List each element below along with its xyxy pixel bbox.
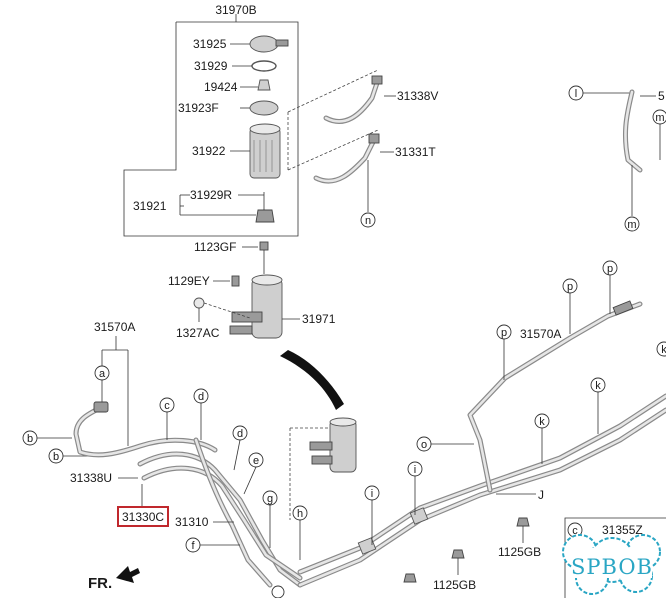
svg-text:l: l	[575, 88, 577, 100]
svg-text:k: k	[539, 416, 545, 428]
label-31570A-right[interactable]: 31570A	[520, 327, 561, 341]
svg-text:i: i	[371, 488, 373, 500]
callout-m-lower[interactable]	[624, 216, 640, 232]
label-31338V[interactable]: 31338V	[397, 89, 438, 103]
svg-text:h: h	[297, 508, 303, 520]
watermark-badge: SPBOB	[562, 534, 661, 595]
svg-text:a: a	[99, 368, 106, 380]
svg-text:n: n	[365, 215, 371, 227]
label-31921[interactable]: 31921	[133, 199, 167, 213]
left-harness-group: 31570A a b b c d d e	[22, 320, 308, 592]
label-31922[interactable]: 31922	[192, 144, 226, 158]
label-19424[interactable]: 19424	[204, 80, 238, 94]
detail-c-box: c 31355Z	[564, 517, 666, 598]
fuel-filter-group: 1123GF 31971 1129EY 1327AC	[168, 240, 357, 520]
label-1123GF[interactable]: 1123GF	[194, 240, 236, 254]
callout-n[interactable]	[360, 212, 376, 228]
svg-text:k: k	[595, 380, 601, 392]
label-31971[interactable]: 31971	[302, 312, 336, 326]
filter-assembly-group: 31970B 31925 31929 19424 31923F 31922	[123, 3, 379, 237]
svg-text:e: e	[253, 455, 259, 467]
highlight-box-31330C	[117, 506, 169, 527]
svg-text:d: d	[198, 391, 204, 403]
assembly-box	[123, 21, 299, 237]
front-arrow-icon	[116, 566, 140, 583]
main-pipe-group: i i o p p p 31570A k k k J 1125	[271, 260, 666, 598]
label-1125GB-b[interactable]: 1125GB	[433, 578, 476, 592]
svg-text:b: b	[53, 451, 59, 463]
label-31355Z[interactable]: 31355Z	[602, 523, 643, 537]
label-5-partial[interactable]: 5	[658, 89, 665, 103]
detail-arrow-icon	[280, 350, 344, 410]
mounted-filter-part	[329, 419, 357, 473]
svg-text:p: p	[567, 281, 573, 293]
label-31310[interactable]: 31310	[175, 515, 209, 529]
label-31338U[interactable]: 31338U	[70, 471, 112, 485]
callout-k-right[interactable]	[656, 341, 666, 357]
svg-text:m: m	[627, 219, 636, 231]
svg-text:i: i	[414, 464, 416, 476]
label-31330C[interactable]: 31330C	[122, 510, 164, 524]
bolt-1125GB-a	[516, 517, 530, 543]
label-31929[interactable]: 31929	[194, 59, 228, 73]
watermark-text: SPBOB	[571, 555, 653, 579]
valve-part	[257, 79, 271, 91]
label-31925[interactable]: 31925	[193, 37, 227, 51]
filter-head-part	[249, 100, 279, 116]
filter-cap-part	[249, 35, 279, 53]
label-1327AC[interactable]: 1327AC	[176, 326, 220, 340]
bolt-1125GB-b	[451, 549, 465, 575]
hose-group-top: 31338V 31331T n	[313, 75, 438, 228]
svg-text:f: f	[191, 540, 195, 552]
label-J[interactable]: J	[538, 488, 544, 502]
label-31331T[interactable]: 31331T	[395, 145, 436, 159]
svg-text:c: c	[572, 525, 578, 537]
svg-text:b: b	[27, 433, 33, 445]
svg-text:o: o	[421, 439, 427, 451]
label-front[interactable]: FR.	[88, 575, 112, 592]
svg-text:d: d	[237, 428, 243, 440]
water-sensor-part	[255, 209, 275, 223]
svg-text:m: m	[655, 112, 664, 124]
svg-text:p: p	[607, 263, 613, 275]
label-31970B[interactable]: 31970B	[215, 3, 256, 17]
o-ring-part	[251, 60, 277, 72]
label-31570A-left[interactable]: 31570A	[94, 320, 135, 334]
svg-text:c: c	[164, 400, 170, 412]
svg-text:g: g	[267, 493, 273, 505]
label-1125GB-a[interactable]: 1125GB	[498, 545, 541, 559]
filter-cartridge-part	[249, 127, 281, 179]
fuel-filter-body	[251, 277, 283, 339]
label-31923F[interactable]: 31923F	[178, 101, 219, 115]
label-31929R[interactable]: 31929R	[190, 188, 232, 202]
detail-l-group: l 5 m m	[568, 85, 666, 232]
svg-text:p: p	[501, 327, 507, 339]
svg-text:k: k	[661, 344, 666, 356]
label-1129EY[interactable]: 1129EY	[168, 274, 210, 288]
